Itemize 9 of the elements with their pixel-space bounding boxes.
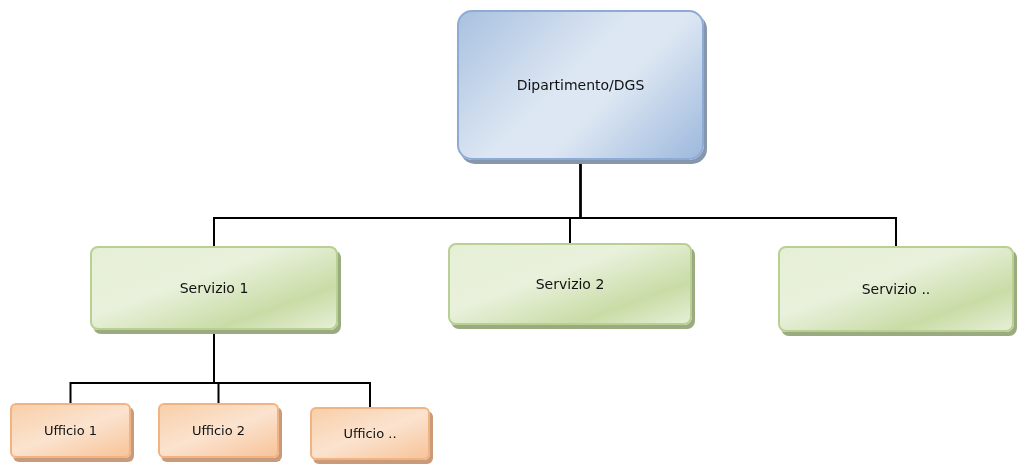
node-label: Dipartimento/DGS [516,77,645,93]
node-label: Servizio 2 [535,276,605,292]
node-label: Servizio 1 [179,280,249,296]
node-label: Ufficio .. [343,426,397,441]
connector-line [213,333,371,408]
connector-line [579,163,897,247]
node-label: Servizio .. [861,281,931,297]
node-label: Ufficio 1 [43,423,98,438]
node-label: Ufficio 2 [191,423,246,438]
